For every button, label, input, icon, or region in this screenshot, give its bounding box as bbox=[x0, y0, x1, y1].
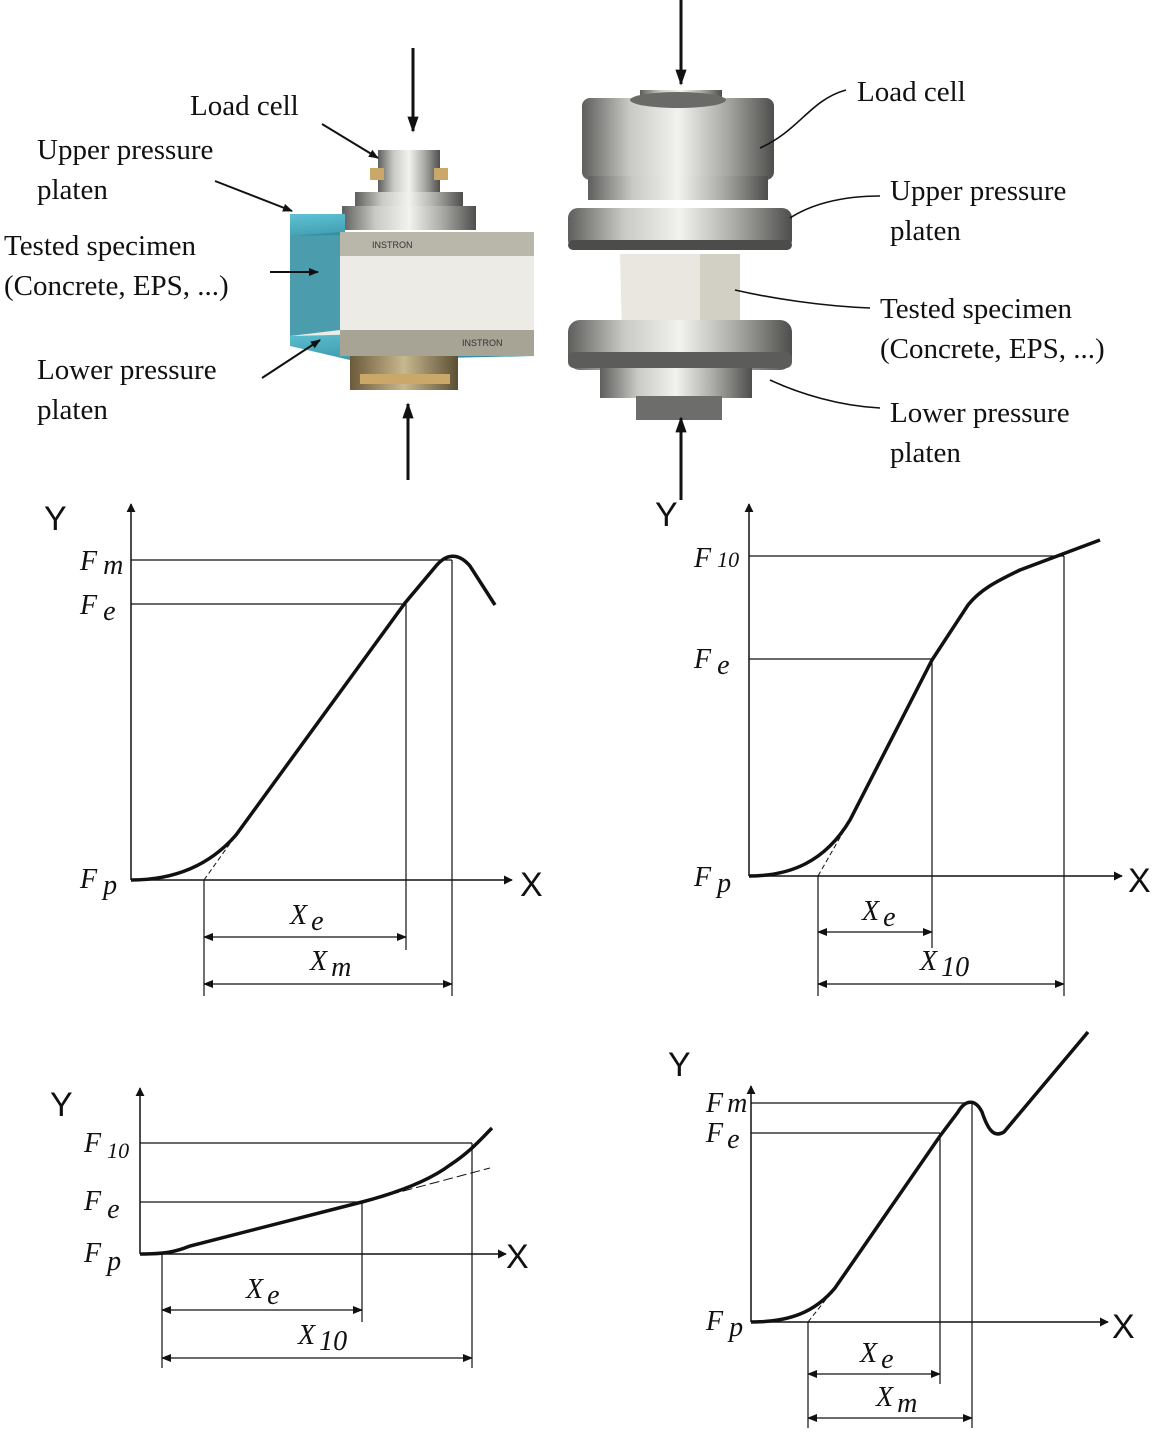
right-specimen bbox=[620, 254, 740, 334]
graph-c-x-label: X bbox=[506, 1238, 529, 1276]
left-label-specimen-2: (Concrete, EPS, ...) bbox=[4, 270, 229, 302]
right-label-lower-1: Lower pressure bbox=[890, 397, 1070, 429]
left-load-cell bbox=[342, 150, 476, 230]
right-label-upper-1: Upper pressure bbox=[890, 175, 1066, 207]
left-label-upper-1: Upper pressure bbox=[37, 134, 213, 166]
left-brand-lower: INSTRON bbox=[462, 338, 503, 348]
right-pointer-lower bbox=[769, 379, 881, 409]
left-label-lower-2: platen bbox=[37, 394, 108, 426]
left-brand-upper: INSTRON bbox=[372, 240, 413, 250]
graph-c-tangent bbox=[361, 1167, 491, 1203]
right-label-lower-2: platen bbox=[890, 437, 961, 469]
right-lower-platen bbox=[568, 320, 792, 420]
left-pointer-lower bbox=[261, 339, 321, 379]
graph-c-y-label: Y bbox=[50, 1086, 73, 1124]
right-label-specimen-2: (Concrete, EPS, ...) bbox=[880, 333, 1105, 365]
left-label-upper-2: platen bbox=[37, 174, 108, 206]
graph-a-x-label: X bbox=[520, 866, 543, 904]
graph-b-curve bbox=[748, 538, 1101, 878]
graph-b-tangent bbox=[817, 819, 851, 877]
left-label-specimen-1: Tested specimen bbox=[4, 230, 197, 262]
right-pointer-upper bbox=[789, 195, 881, 219]
left-pointer-upper bbox=[214, 180, 293, 212]
left-lower-platen: INSTRON bbox=[290, 330, 534, 390]
graph-d-tangent bbox=[807, 1287, 836, 1323]
right-pointer-specimen bbox=[734, 289, 871, 309]
right-load-cell bbox=[582, 90, 774, 200]
graph-d-x-label: X bbox=[1112, 1308, 1135, 1346]
right-label-upper-2: platen bbox=[890, 215, 961, 247]
left-specimen: INSTRON bbox=[290, 232, 534, 336]
graph-d-curve bbox=[750, 1030, 1090, 1324]
left-label-load-cell: Load cell bbox=[190, 90, 299, 122]
graph-a-tangent bbox=[203, 834, 237, 881]
graph-a-y-label: Y bbox=[44, 500, 67, 538]
left-label-lower-1: Lower pressure bbox=[37, 354, 217, 386]
left-test-setup: INSTRON INSTRON Load cell Upper pressure… bbox=[4, 48, 534, 480]
graph-a-curve bbox=[130, 554, 497, 882]
right-label-load-cell: Load cell bbox=[857, 76, 966, 108]
graph-b-y-label: Y bbox=[655, 496, 678, 534]
left-pointer-load-cell bbox=[321, 123, 379, 159]
graph-c-curve bbox=[139, 1126, 494, 1256]
graph-b-x-label: X bbox=[1128, 862, 1151, 900]
right-label-specimen-1: Tested specimen bbox=[880, 293, 1073, 325]
right-test-setup: Load cell Upper pressure platen Tested s… bbox=[568, 0, 1105, 500]
right-upper-platen bbox=[568, 208, 792, 250]
graph-d-y-label: Y bbox=[668, 1046, 691, 1084]
right-pointer-load-cell bbox=[759, 89, 847, 149]
